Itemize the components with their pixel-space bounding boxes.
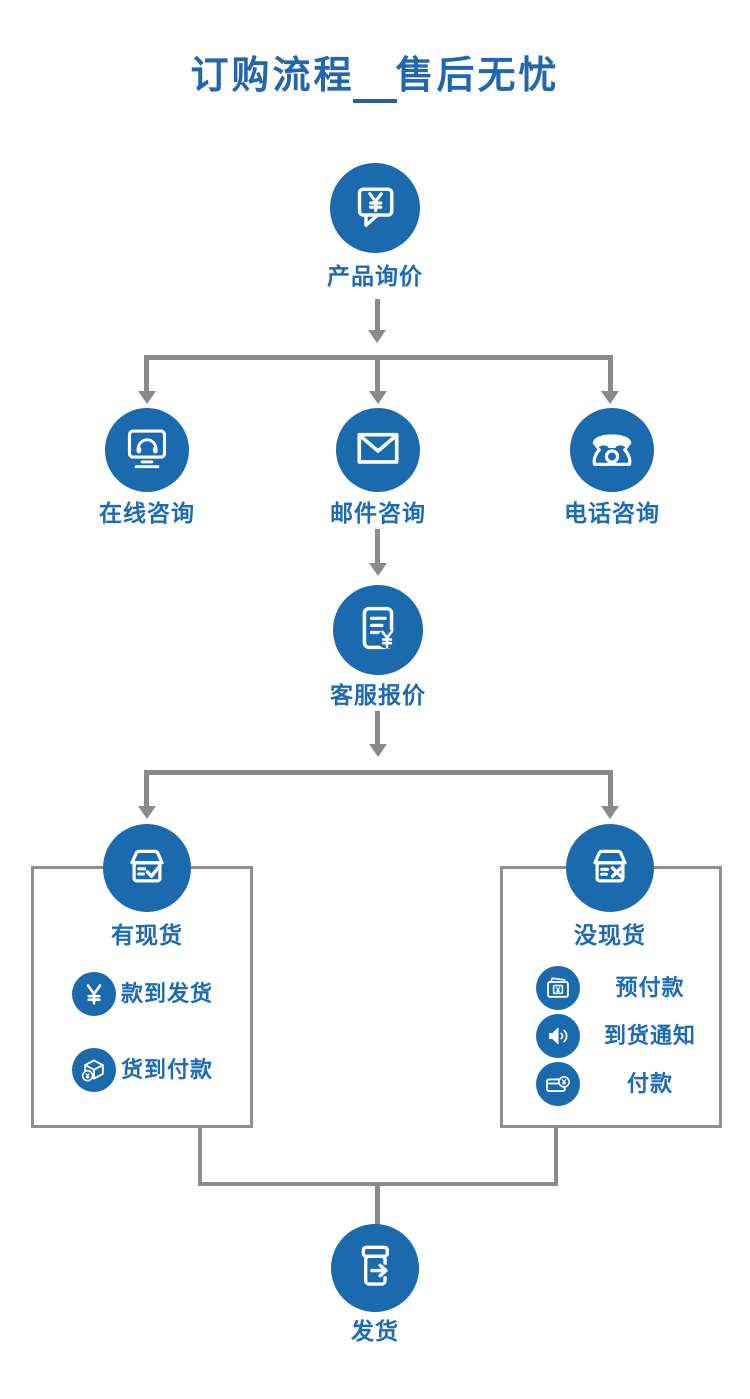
arrowhead	[138, 391, 156, 404]
box-check-icon	[116, 835, 178, 902]
label-online-consult: 在线咨询	[99, 500, 195, 526]
package-coin-icon	[72, 1048, 116, 1092]
label-phone-consult: 电话咨询	[564, 500, 660, 526]
page-title: 订购流程 售后无忧	[190, 55, 560, 97]
arrowhead	[369, 563, 387, 576]
label-ship: 发货	[351, 1318, 399, 1344]
connector-split2-right	[608, 770, 613, 807]
label-arrival-notice: 到货通知	[603, 1023, 696, 1048]
title-underline	[353, 99, 397, 103]
connector-inquiry-down	[375, 299, 380, 331]
node-product-inquiry	[330, 163, 420, 253]
connector-outstock-down	[554, 1128, 558, 1186]
arrowhead	[369, 744, 387, 757]
node-online-consult	[105, 408, 189, 492]
connector-email-quote	[375, 529, 380, 564]
node-phone-consult	[570, 408, 654, 492]
connector-split2-left	[144, 770, 149, 807]
box-arrow-icon	[344, 1235, 406, 1302]
monitor-headset-icon	[118, 419, 176, 482]
connector-split1-left	[144, 355, 149, 392]
label-prepayment: 预付款	[615, 975, 685, 1000]
label-service-quote: 客服报价	[330, 682, 426, 708]
yen-icon	[72, 972, 116, 1016]
arrowhead	[369, 391, 387, 404]
arrowhead	[601, 806, 619, 819]
node-email-consult	[336, 408, 420, 492]
arrowhead	[368, 330, 386, 343]
quotation-document-icon	[347, 597, 409, 664]
connector-merge-down	[375, 1184, 380, 1228]
label-in-stock: 有现货	[111, 922, 183, 948]
label-cash-on-delivery: 货到付款	[120, 1057, 213, 1082]
label-product-inquiry: 产品询价	[327, 263, 423, 289]
card-coin-icon	[536, 1062, 580, 1106]
wallet-yen-icon	[536, 966, 580, 1010]
node-service-quote	[333, 585, 423, 675]
connector-quote-down	[375, 711, 380, 745]
box-x-icon	[579, 835, 641, 902]
arrowhead	[138, 806, 156, 819]
label-payment: 付款	[626, 1071, 673, 1096]
connector-split1	[144, 355, 613, 360]
node-in-stock	[103, 824, 191, 912]
connector-split1-mid	[375, 358, 380, 392]
chat-yen-icon	[344, 175, 406, 242]
connector-instock-down	[198, 1128, 202, 1186]
arrowhead	[601, 391, 619, 404]
label-pay-then-ship: 款到发货	[120, 981, 213, 1006]
label-email-consult: 邮件咨询	[330, 500, 426, 526]
node-ship	[331, 1224, 419, 1312]
connector-split2	[144, 770, 613, 775]
telephone-icon	[583, 419, 641, 482]
label-out-of-stock: 没现货	[574, 922, 646, 948]
envelope-icon	[349, 419, 407, 482]
speaker-icon	[536, 1014, 580, 1058]
connector-split1-right	[608, 355, 613, 392]
node-out-of-stock	[566, 824, 654, 912]
